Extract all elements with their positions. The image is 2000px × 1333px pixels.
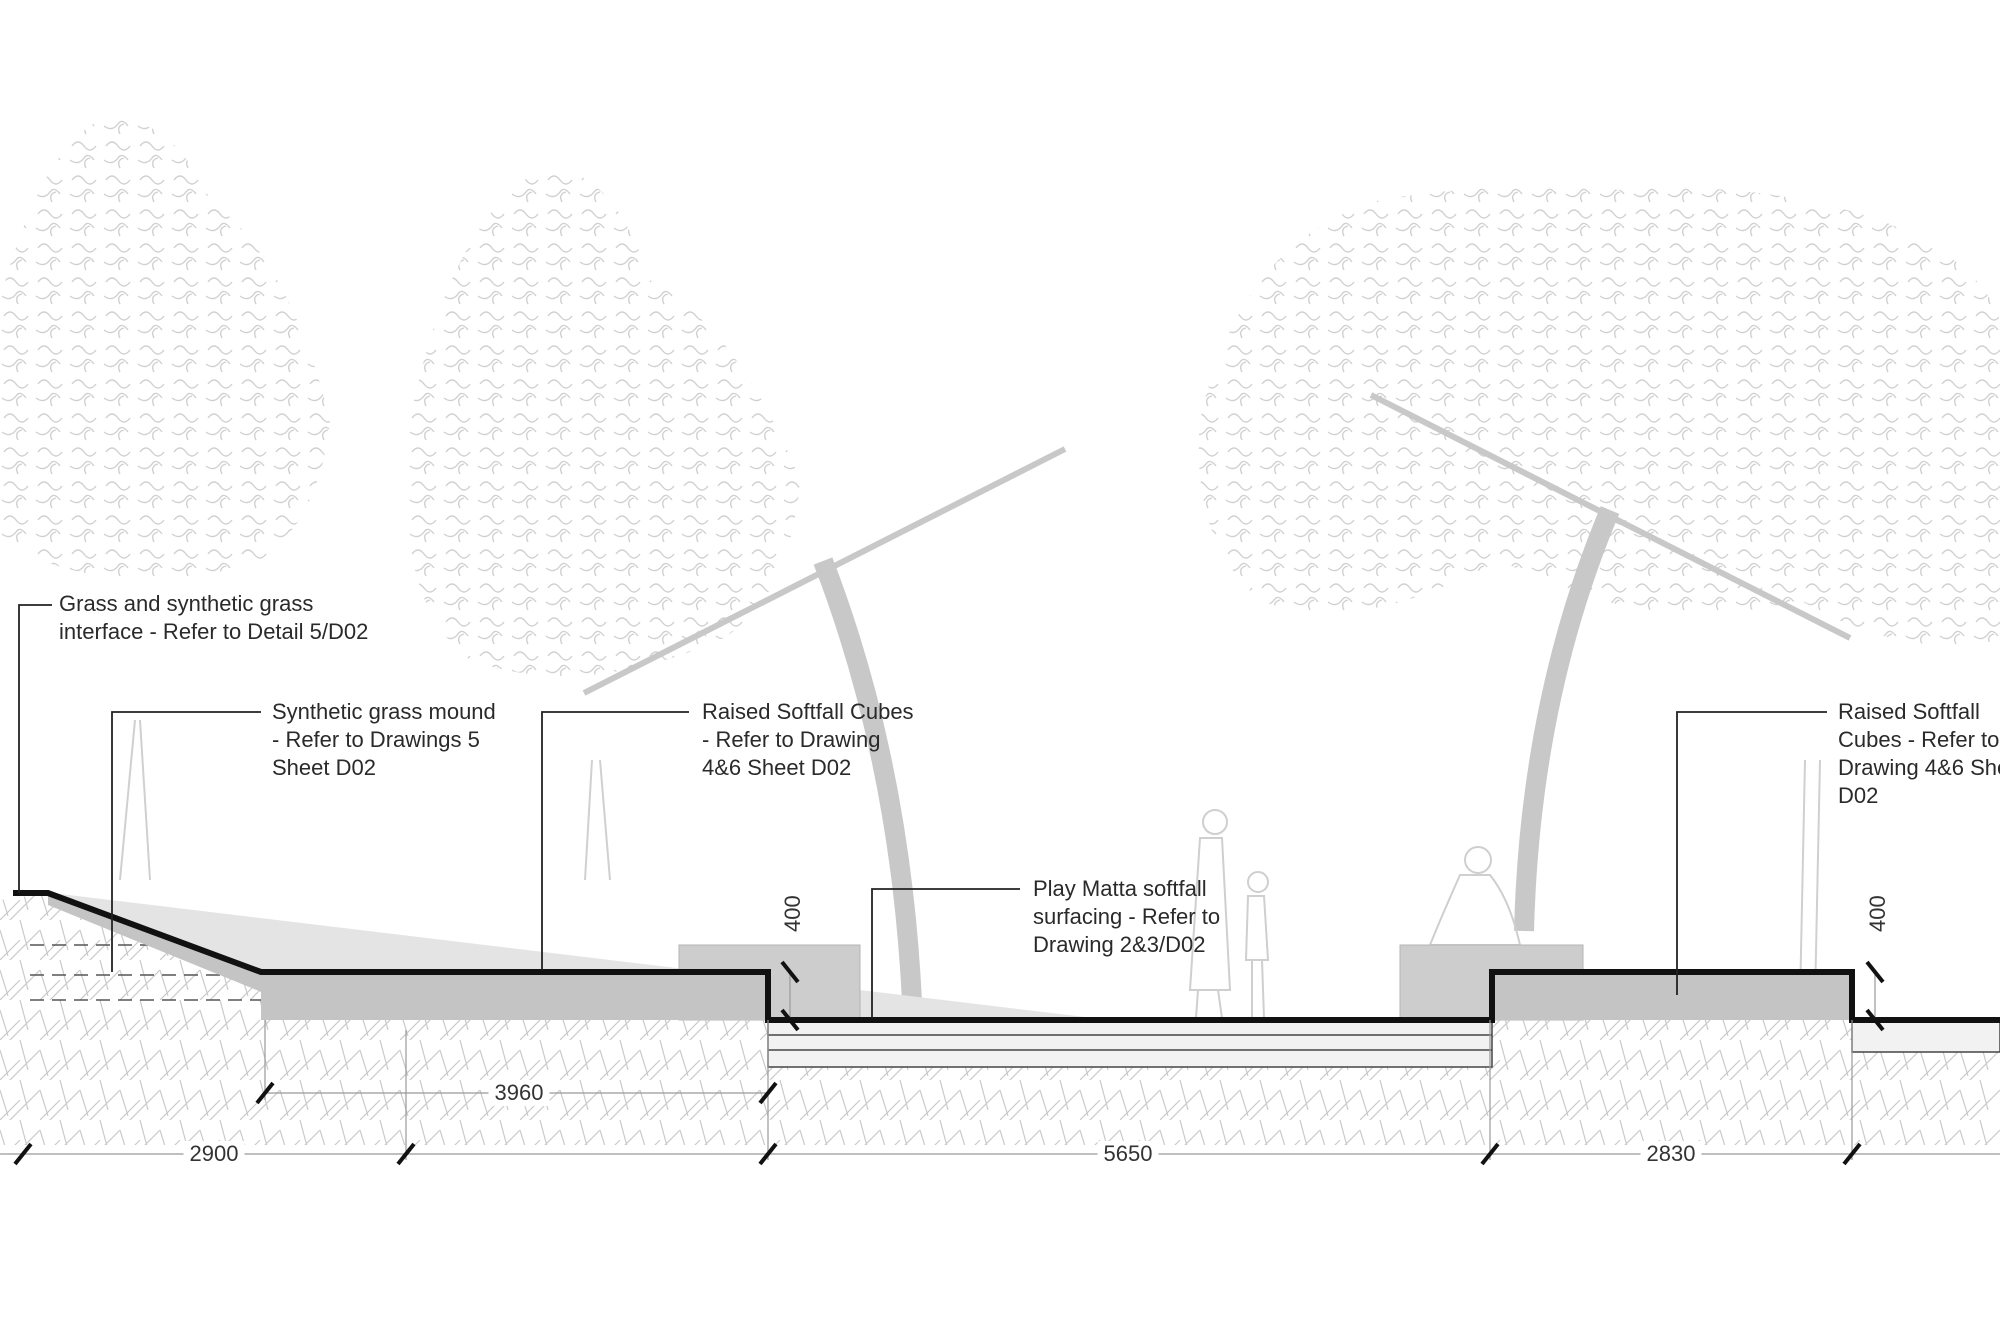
softfall-cube-right-fill: [1492, 972, 1852, 1020]
annotation-softfall-cubes-right: Raised Softfall Cubes - Refer to Drawing…: [1838, 699, 2000, 808]
dimension-400-right: 400: [1865, 895, 1890, 932]
leader-lines: [18, 604, 1827, 1018]
finished-surface-line: [13, 890, 2000, 1023]
shade-sculptures: [582, 392, 1852, 1002]
right-sculpture-arm: [1369, 392, 1852, 641]
dimension-2900: 2900: [183, 1141, 245, 1167]
people-figures: [1188, 809, 1522, 1019]
softfall-layers: [767, 1021, 2000, 1068]
tree-left-canopy: [0, 119, 330, 580]
dimension-400-left: 400: [780, 895, 805, 932]
tree-mid-canopy: [406, 169, 800, 676]
annotation-softfall-cubes-left: Raised Softfall Cubes - Refer to Drawing…: [702, 699, 914, 780]
left-sculpture-pole: [813, 557, 922, 1002]
left-sculpture-arm: [582, 446, 1067, 696]
dimension-5650: 5650: [1097, 1141, 1159, 1167]
dimension-ticks: [13, 960, 1885, 1166]
dimension-2830: 2830: [1640, 1141, 1702, 1167]
annotation-grass-interface: Grass and synthetic grass interface - Re…: [59, 591, 369, 644]
tree-right-canopy: [1198, 186, 2000, 645]
dimension-3960: 3960: [488, 1080, 550, 1106]
annotation-synthetic-mound: Synthetic grass mound - Refer to Drawing…: [272, 699, 496, 780]
right-sculpture-pole: [1514, 506, 1620, 932]
annotation-play-matta: Play Matta softfall surfacing - Refer to…: [1033, 876, 1221, 957]
tree-canopies: [0, 119, 2000, 1001]
tree-trunks: [119, 719, 1821, 1001]
